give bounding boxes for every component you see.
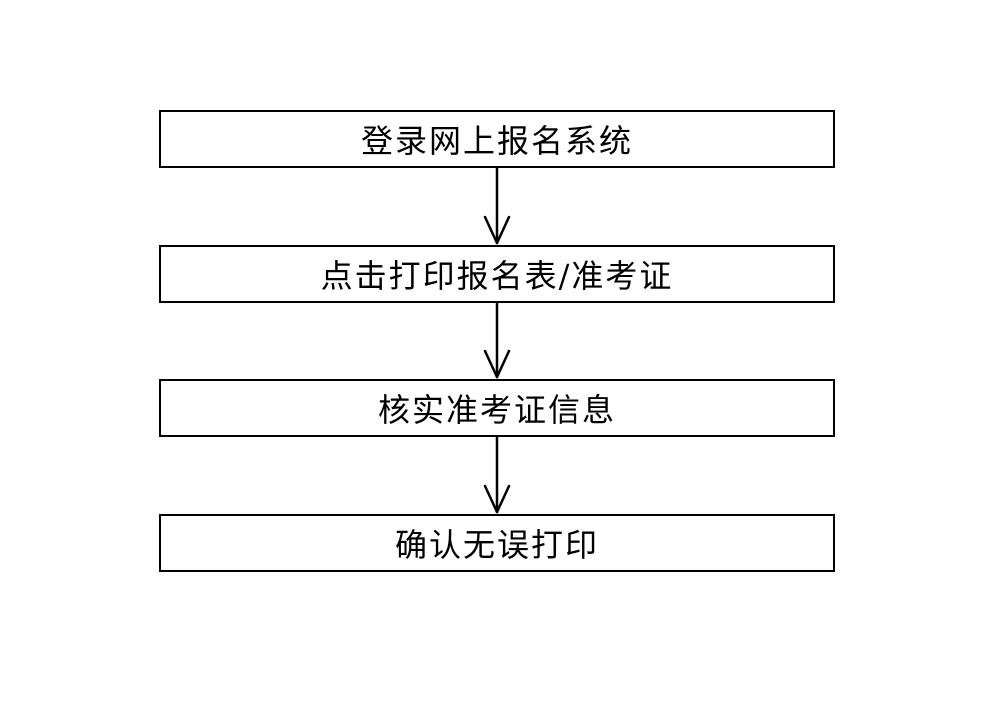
- step-label-verify-info: 核实准考证信息: [377, 391, 616, 429]
- step-box-print-form: 点击打印报名表/准考证: [159, 245, 835, 303]
- arrow-3-to-4: [483, 435, 511, 514]
- step-label-print-form: 点击打印报名表/准考证: [320, 257, 674, 295]
- step-box-confirm-print: 确认无误打印: [159, 514, 835, 572]
- step-label-login: 登录网上报名系统: [360, 122, 633, 160]
- arrow-2-to-3: [483, 301, 511, 379]
- step-label-confirm-print: 确认无误打印: [394, 526, 599, 564]
- step-box-verify-info: 核实准考证信息: [159, 379, 835, 437]
- arrow-1-to-2: [483, 166, 511, 245]
- step-box-login: 登录网上报名系统: [159, 110, 835, 168]
